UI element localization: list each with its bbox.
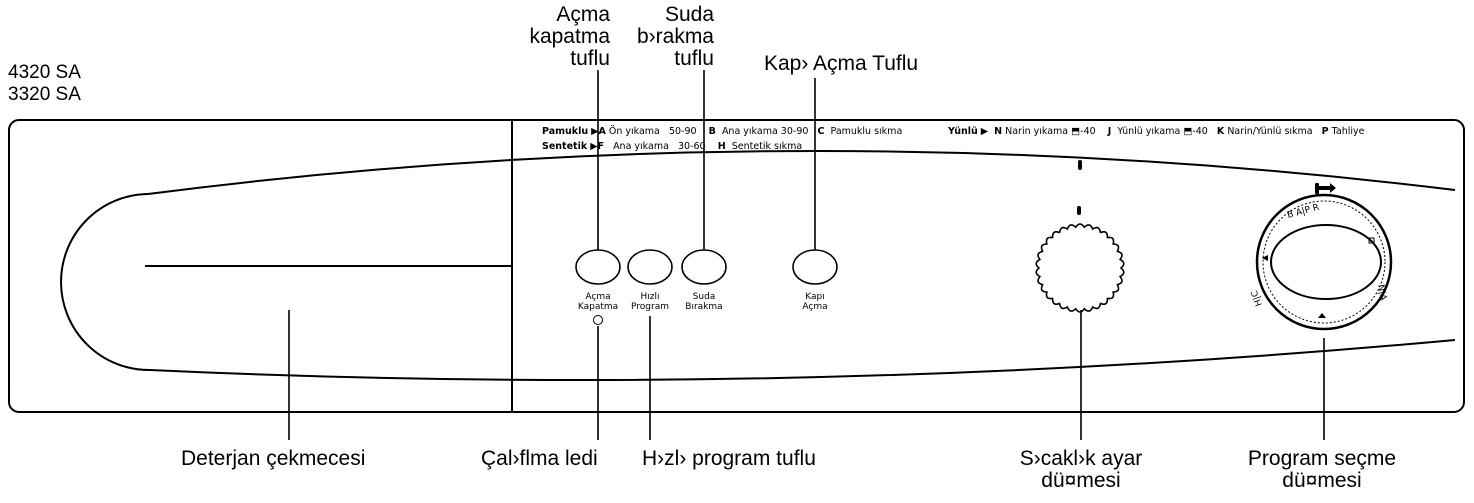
rinse-hold-button[interactable] [681,249,727,285]
hand-wash-icon: ⬒ [1071,126,1081,137]
quick-program-button[interactable] [627,249,673,285]
panel-top-mark [1078,160,1082,170]
temperature-knob[interactable] [1035,223,1125,313]
on-off-button-callout: Açma kapatma tuflu [529,3,610,70]
door-button-callout: Kap› Açma Tuflu [764,52,919,75]
temperature-knob-callout: S›cakl›k ayar dü¤mesi [1019,447,1143,492]
model-number-1: 4320 SA [8,62,81,83]
on-off-button[interactable] [575,249,621,285]
detergent-drawer-outline [60,193,151,372]
program-legend-row-1: Pamuklu ▶A Ön yıkama 50-90 B Ana yıkama … [542,126,903,137]
model-number-2: 3320 SA [8,84,81,105]
temperature-knob-body [1035,223,1125,313]
hand-wash-icon: ⬒ [1183,126,1193,137]
panel-lens-bottom [149,339,1456,381]
program-knob-callout: Program seçme dü¤mesi [1247,447,1397,492]
panel-lens-top [147,149,1456,195]
leader-lines [288,70,1325,440]
program-legend-row-2: Sentetik ▶F Ana yıkama 30-60 H Sentetik … [542,141,803,152]
program-legend-row-1-right: Yünlü ▶ N Narin yıkama ⬒-40 J Yünlü yıka… [948,126,1365,137]
operation-led-callout: Çal›flma ledi [481,447,598,470]
operation-led [593,315,603,325]
svg-text:N|A: N|A [1375,284,1388,302]
rinse-hold-button-callout: Suda b›rakma tuflu [636,3,714,70]
program-knob[interactable] [1255,193,1393,331]
program-start-arrow-icon [1315,183,1336,194]
temperature-indicator-mark [1077,206,1081,215]
quick-program-button-callout: H›zl› program tuflu [642,447,816,470]
control-panel-outline [8,119,1465,413]
detergent-drawer-callout: Deterjan çekmecesi [181,447,366,470]
door-open-button[interactable] [792,249,838,285]
